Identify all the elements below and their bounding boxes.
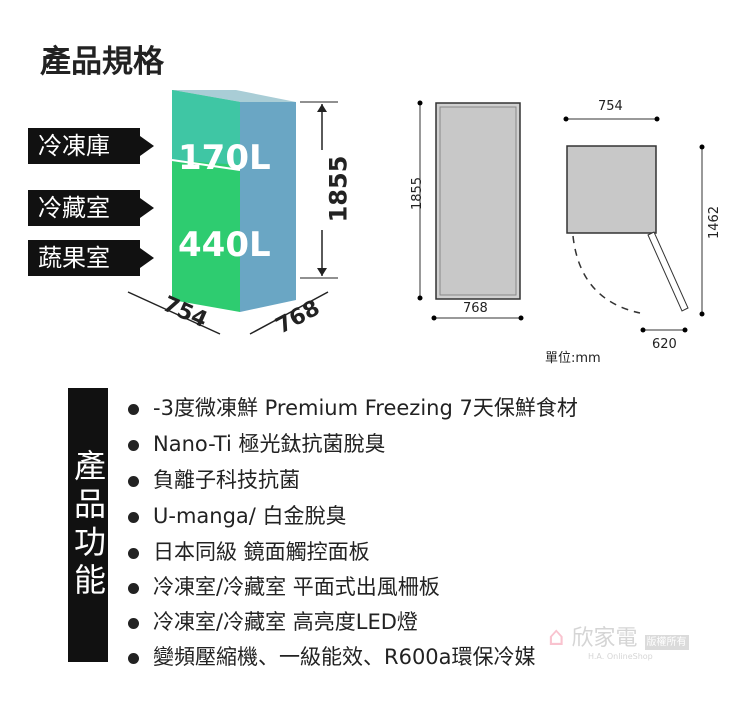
fridge-3d-illustration bbox=[127, 90, 705, 335]
label-fridge: 冷藏室 bbox=[28, 190, 154, 226]
bullet-icon bbox=[128, 547, 139, 559]
watermark-logo: ⌂ 欣家電 版權所有 H.A. OnlineShop bbox=[548, 622, 689, 661]
bullet-icon bbox=[128, 475, 139, 487]
features-heading: 產品功能 bbox=[68, 388, 108, 662]
unit-label: 單位:mm bbox=[545, 351, 601, 366]
feature-item: 變頻壓縮機、一級能效、R600a環保冷媒 bbox=[128, 641, 536, 671]
feature-item: -3度微凍鮮 Premium Freezing 7天保鮮食材 bbox=[128, 392, 578, 422]
front-view-drawing bbox=[417, 100, 524, 321]
label-freezer: 冷凍庫 bbox=[28, 128, 154, 164]
bullet-icon bbox=[128, 511, 139, 523]
height-dimension: 1855 bbox=[324, 155, 353, 223]
bullet-icon bbox=[128, 617, 139, 629]
freezer-volume: 170L bbox=[178, 138, 271, 178]
drawing-door-clearance: 620 bbox=[652, 337, 677, 352]
store-icon: ⌂ bbox=[548, 622, 565, 652]
drawing-depth: 768 bbox=[463, 301, 488, 316]
bullet-icon bbox=[128, 582, 139, 594]
feature-item: U-manga/ 白金脫臭 bbox=[128, 500, 347, 530]
feature-item: Nano-Ti 極光鈦抗菌脫臭 bbox=[128, 428, 385, 458]
page-title: 產品規格 bbox=[40, 44, 164, 80]
label-vegetable: 蔬果室 bbox=[28, 240, 154, 276]
bullet-icon bbox=[128, 652, 139, 664]
drawing-height: 1855 bbox=[410, 176, 426, 211]
drawing-width: 754 bbox=[598, 99, 623, 114]
feature-item: 負離子科技抗菌 bbox=[128, 464, 300, 494]
bullet-icon bbox=[128, 403, 139, 415]
drawing-door-depth: 1462 bbox=[707, 205, 723, 240]
feature-item: 冷凍室/冷藏室 平面式出風柵板 bbox=[128, 571, 440, 601]
top-view-drawing bbox=[563, 116, 705, 333]
fridge-volume: 440L bbox=[178, 225, 271, 265]
feature-item: 日本同級 鏡面觸控面板 bbox=[128, 536, 370, 566]
bullet-icon bbox=[128, 439, 139, 451]
feature-item: 冷凍室/冷藏室 高亮度LED燈 bbox=[128, 606, 418, 636]
